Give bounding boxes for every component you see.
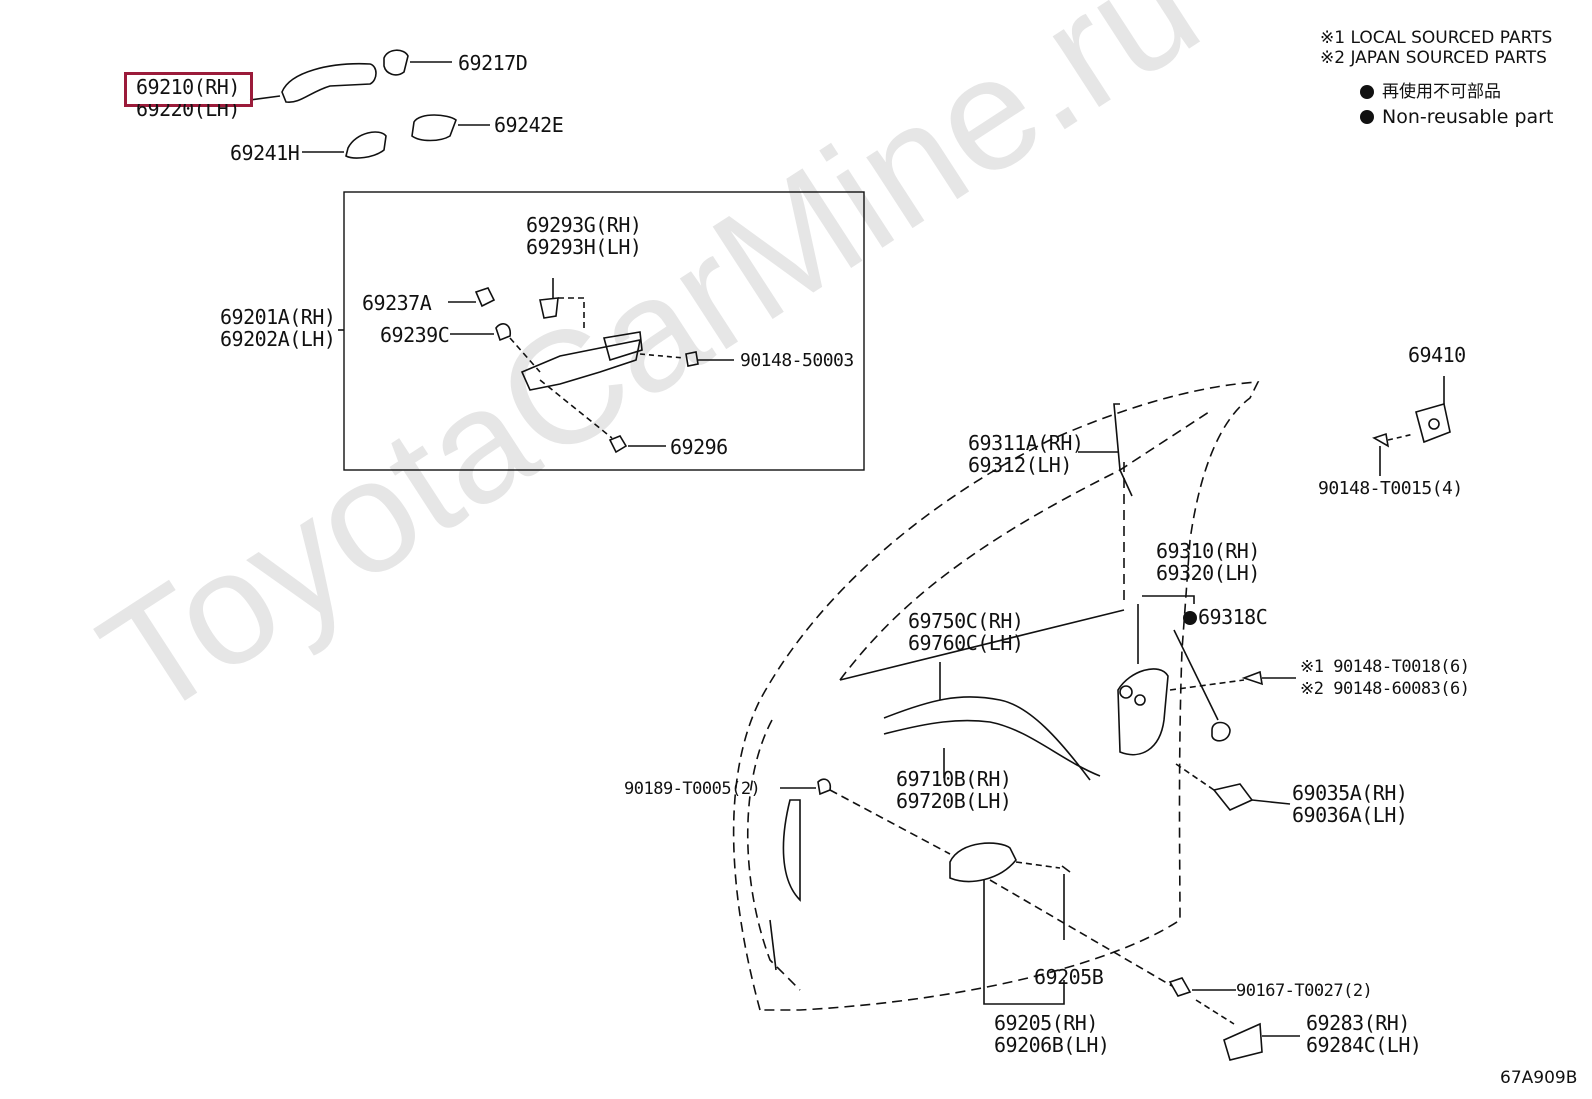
lock-rod-part [1113,403,1133,497]
highlight-box [124,72,253,107]
label-69284C[interactable]: 69284C(LH) [1306,1033,1422,1057]
washer-part [1211,721,1231,742]
cable-part [883,696,1091,781]
label-90148-T0015[interactable]: 90148-T0015(4) [1318,478,1463,499]
label-90189-T0005[interactable]: 90189-T0005(2) [624,779,761,799]
label-69410[interactable]: 69410 [1408,343,1466,367]
label-69283[interactable]: 69283(RH) [1306,1011,1410,1035]
pad-part [495,323,512,342]
label-69312[interactable]: 69312(LH) [968,453,1072,477]
label-69311A[interactable]: 69311A(RH) [968,431,1084,455]
note-japan-sourced: ※2 JAPAN SOURCED PARTS [1320,48,1547,68]
label-69202A[interactable]: 69202A(LH) [220,327,336,351]
lock-cover-part [1212,783,1254,811]
inside-handle-part [949,842,1017,883]
handle-pad-part [411,114,457,142]
label-69205B[interactable]: 69205B [1034,965,1104,989]
label-69320[interactable]: 69320(LH) [1156,561,1260,585]
label-69318C[interactable]: 69318C [1198,605,1268,629]
label-69220[interactable]: 69220(LH) [136,97,240,121]
label-69710B[interactable]: 69710B(RH) [896,767,1012,791]
diagram-code: 67A909B [1500,1068,1578,1088]
label-69206B[interactable]: 69206B(LH) [994,1033,1110,1057]
striker-part [1415,402,1451,444]
label-69293H[interactable]: 69293H(LH) [526,235,642,259]
door-outline [732,381,1260,1011]
label-69293G[interactable]: 69293G(RH) [526,213,642,237]
handle-cap-part [383,49,409,76]
label-69760C[interactable]: 69760C(LH) [908,631,1024,655]
note-nonreusable-en: Non-reusable part [1382,106,1554,128]
frame-box [343,191,865,471]
screw-90148-T0018 [1241,670,1264,686]
label-69241H[interactable]: 69241H [230,141,300,165]
label-90148-60083[interactable]: ※2 90148-60083(6) [1300,679,1470,699]
handle-bezel-part [1223,1022,1263,1061]
label-69205[interactable]: 69205(RH) [994,1011,1098,1035]
label-69310[interactable]: 69310(RH) [1156,539,1260,563]
label-90148-T0018[interactable]: ※1 90148-T0018(6) [1300,657,1470,677]
label-69217D[interactable]: 69217D [458,51,528,75]
label-69239C[interactable]: 69239C [380,323,450,347]
label-69720B[interactable]: 69720B(LH) [896,789,1012,813]
label-69201A[interactable]: 69201A(RH) [220,305,336,329]
label-69242E[interactable]: 69242E [494,113,564,137]
label-69296[interactable]: 69296 [670,435,728,459]
clip-part [474,287,496,308]
bolt-69296 [608,435,628,454]
label-69035A[interactable]: 69035A(RH) [1292,781,1408,805]
note-local-sourced: ※1 LOCAL SOURCED PARTS [1320,28,1553,48]
label-69750C[interactable]: 69750C(RH) [908,609,1024,633]
label-90148-50003[interactable]: 90148-50003 [740,350,854,371]
handle-gasket-part [345,131,387,159]
note-nonreusable-jp: 再使用不可部品 [1382,82,1501,102]
clip-90189 [817,778,832,796]
door-lock-part [1117,668,1169,756]
screw-90148-T0015 [1372,432,1390,448]
label-90167-T0027[interactable]: 90167-T0027(2) [1236,981,1373,1001]
label-69036A[interactable]: 69036A(LH) [1292,803,1408,827]
bolt-90167 [1168,977,1192,997]
bracket-part [539,297,559,319]
bolt-90148-50003 [685,351,699,367]
label-69237A[interactable]: 69237A [362,291,432,315]
label-69210[interactable]: 69210(RH) [136,75,240,99]
outside-handle-part [281,62,377,103]
handle-frame-part [520,338,642,391]
